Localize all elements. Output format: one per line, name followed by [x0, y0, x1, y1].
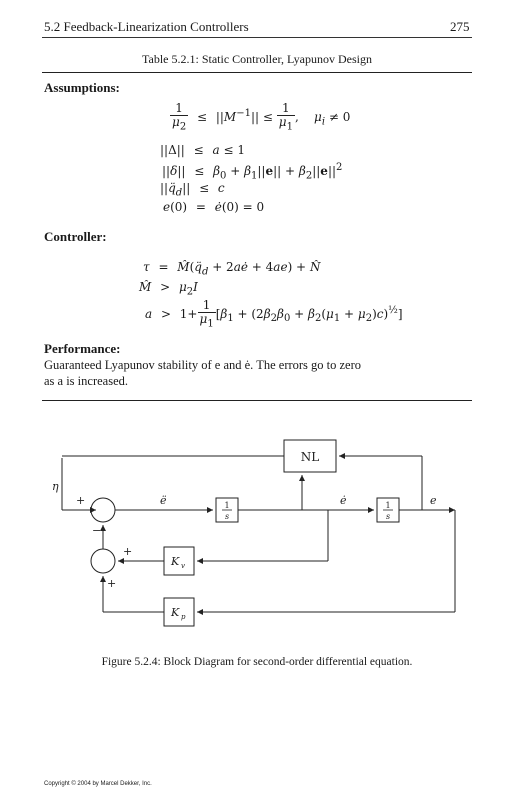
equation-assumption-initial: e(0) = ė(0) = 0: [163, 200, 265, 214]
plus-sign-kp: +: [107, 577, 116, 590]
integrator-2-num: 1: [385, 501, 390, 510]
eta-label: η: [52, 480, 59, 493]
performance-text-line-2: as a is increased.: [44, 374, 128, 388]
integrator-1-den: s: [225, 512, 229, 521]
plus-sign-top: +: [76, 494, 85, 507]
table-top-rule: [42, 72, 472, 73]
integrator-2-den: s: [386, 512, 390, 521]
equation-assumption-delta: ||Δ|| ≤ a ≤ 1: [160, 143, 245, 157]
summing-junction-bottom: [90, 548, 116, 574]
kv-label: K: [170, 555, 180, 568]
edot-label: ė: [340, 494, 347, 507]
equation-assumption-qdd: ||q̈d|| ≤ c: [160, 181, 225, 199]
running-head: 5.2 Feedback-Linearization Controllers: [44, 19, 249, 34]
assumptions-heading: Assumptions:: [44, 80, 120, 95]
performance-heading: Performance:: [44, 341, 121, 356]
controller-heading: Controller:: [44, 229, 107, 244]
equation-assumption-delta-bound: ||δ|| ≤ β0 + β1||e|| + β2||e||2: [162, 162, 343, 182]
minus-sign-top: −: [92, 524, 101, 537]
performance-text-line-1: Guaranteed Lyapunov stability of e and ė…: [44, 358, 362, 372]
figure-caption: Figure 5.2.4: Block Diagram for second-o…: [101, 656, 413, 668]
e-label: e: [430, 494, 437, 507]
equation-control-law: τ = M̂(q̈d + 2aė + 4ae) + N̂: [143, 260, 321, 278]
kp-label: K: [170, 606, 180, 619]
equation-mhat-bound: M̂ > μ2I: [139, 280, 198, 298]
table-bottom-rule: [42, 400, 472, 401]
integrator-1-num: 1: [224, 501, 229, 510]
table-caption: Table 5.2.1: Static Controller, Lyapunov…: [142, 52, 372, 66]
eddot-label: ë: [160, 494, 167, 507]
plus-sign-kv: +: [123, 545, 132, 558]
header-rule: [42, 37, 472, 38]
nl-label: NL: [301, 450, 320, 464]
kp-subscript: p: [181, 613, 186, 621]
page-number: 275: [450, 19, 470, 34]
copyright-notice: Copyright © 2004 by Marcel Dekker, Inc.: [44, 781, 152, 787]
kv-subscript: v: [181, 562, 185, 570]
block-diagram: NL 1 s 1 s K v K p η ë ė e + − + +: [52, 439, 456, 627]
